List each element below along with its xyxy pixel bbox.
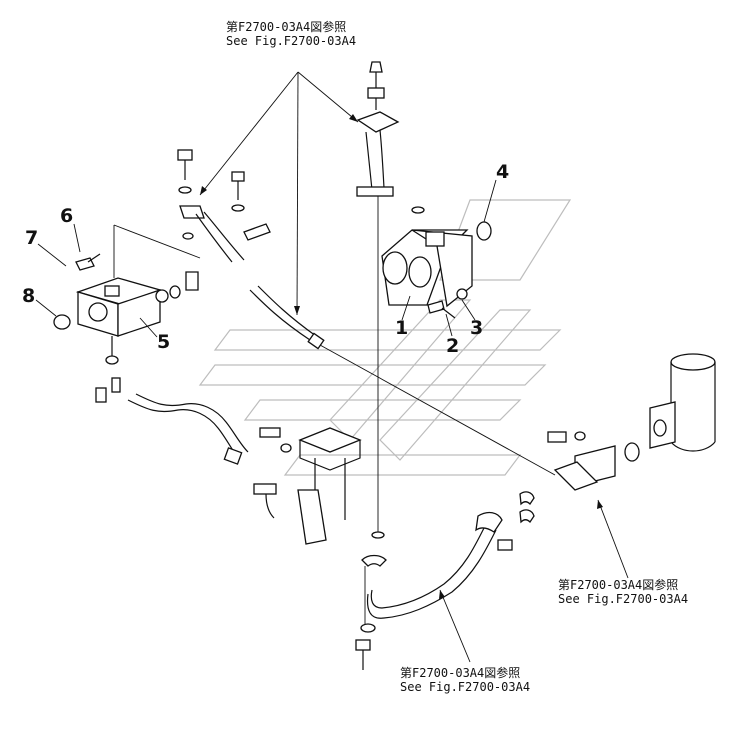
reference-bottom: 第F2700-03A4図参照 See Fig.F2700-03A4: [400, 666, 530, 694]
lower-hose-assembly: [95, 377, 277, 519]
callout-2: 2: [446, 335, 460, 357]
callout-5: 5: [157, 331, 171, 353]
reference-bottom-en: See Fig.F2700-03A4: [400, 680, 531, 694]
reference-right-en: See Fig.F2700-03A4: [558, 592, 689, 606]
callout-4: 4: [496, 161, 510, 183]
callout-3: 3: [470, 317, 484, 339]
callout-6: 6: [60, 205, 74, 227]
callout-8: 8: [22, 285, 36, 307]
reference-right: 第F2700-03A4図参照 See Fig.F2700-03A4: [558, 578, 688, 606]
right-housing: [547, 353, 716, 491]
callout-leaders: [35, 179, 497, 338]
hose-center: [249, 285, 556, 476]
filter-housing: [259, 427, 362, 545]
reference-bottom-jp: 第F2700-03A4図参照: [400, 666, 521, 680]
reference-leaders: [199, 71, 629, 663]
reference-right-jp: 第F2700-03A4図参照: [558, 578, 679, 592]
main-pump: [381, 206, 492, 319]
watermark-logo: [198, 199, 572, 476]
top-pipe-assembly: [356, 61, 400, 539]
callout-1: 1: [395, 317, 409, 339]
reference-top-en: See Fig.F2700-03A4: [226, 34, 357, 48]
bottom-pipe-assembly: [355, 491, 535, 670]
callout-7: 7: [25, 227, 39, 249]
reference-top: 第F2700-03A4図参照 See Fig.F2700-03A4: [226, 20, 356, 48]
bracket-pipe: [177, 149, 271, 291]
reference-top-jp: 第F2700-03A4図参照: [226, 20, 347, 34]
small-pump: [53, 224, 201, 365]
